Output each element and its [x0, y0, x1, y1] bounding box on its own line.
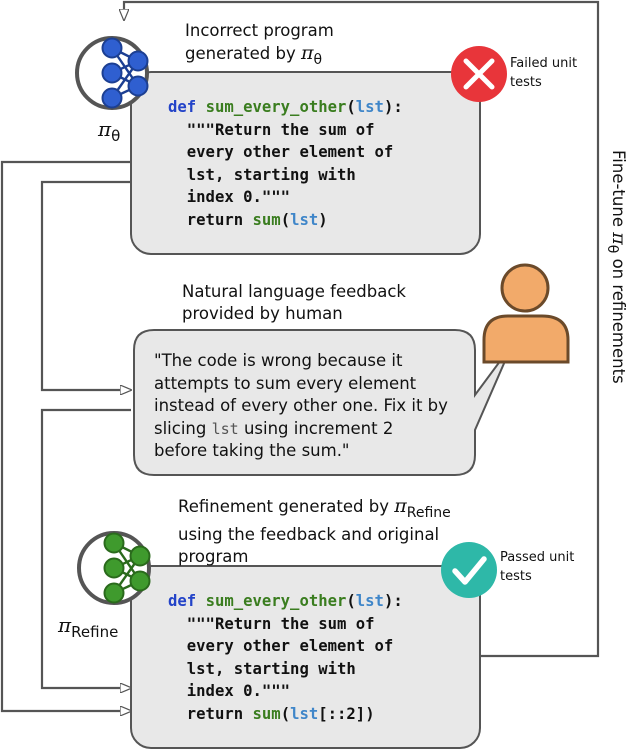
code-line-doc3: lst, starting with [186, 165, 356, 184]
connector-lines [0, 0, 600, 711]
code-line-doc2: every other element of [186, 637, 394, 656]
refinement-caption: Refinement generated by πRefine using th… [178, 495, 451, 566]
policy-refine-nodes [103, 532, 151, 604]
code-line-def: def sum_every_other(lst): [168, 592, 403, 610]
feedback-to-refine-arrow [40, 408, 131, 688]
incorrect-code-box [130, 71, 481, 255]
check-mark-icon [441, 542, 497, 598]
code-line-doc4: index 0.""" [186, 682, 291, 701]
feedback-caption: Natural language feedback provided by hu… [182, 282, 406, 323]
x-mark-icon [451, 46, 507, 102]
code-line-doc1: """Return the sum of [186, 614, 375, 633]
finetune-label: Fine-tune πθ on refinements [604, 150, 628, 384]
feedback-text: "The code is wrong because it attempts t… [154, 351, 448, 461]
feedback-bubble [133, 329, 513, 476]
incorrect-program-caption: Incorrect program generated by πθ [185, 21, 334, 68]
code-line-return: return sum(lst) [186, 210, 328, 229]
code-line-doc1: """Return the sum of [186, 120, 375, 139]
policy-top-label: πθ [98, 117, 121, 145]
code-line-doc2: every other element of [186, 143, 394, 162]
policy-network-refine-icon [77, 531, 151, 605]
incorrect-code: def sum_every_other(lst): """Return the … [168, 96, 403, 232]
code-line-def: def sum_every_other(lst): [168, 98, 403, 116]
policy-network-top-icon [75, 36, 149, 110]
refined-code-box [130, 565, 481, 749]
policy-refine-label: πRefine [58, 613, 119, 641]
code-line-return: return sum(lst[::2]) [186, 704, 375, 723]
program-to-refine-arrow [0, 160, 131, 711]
program-to-feedback-arrow [40, 180, 131, 390]
human-icon [482, 263, 570, 364]
finetune-loop-arrow [124, 0, 600, 658]
feedback-inline-code: lst [211, 419, 239, 438]
code-line-doc4: index 0.""" [186, 188, 291, 207]
code-line-doc3: lst, starting with [186, 659, 356, 678]
failed-tests-label: Failed unit tests [510, 56, 578, 90]
refined-code: def sum_every_other(lst): """Return the … [168, 590, 403, 726]
policy-top-nodes [101, 37, 149, 109]
passed-tests-label: Passed unit tests [500, 550, 575, 584]
